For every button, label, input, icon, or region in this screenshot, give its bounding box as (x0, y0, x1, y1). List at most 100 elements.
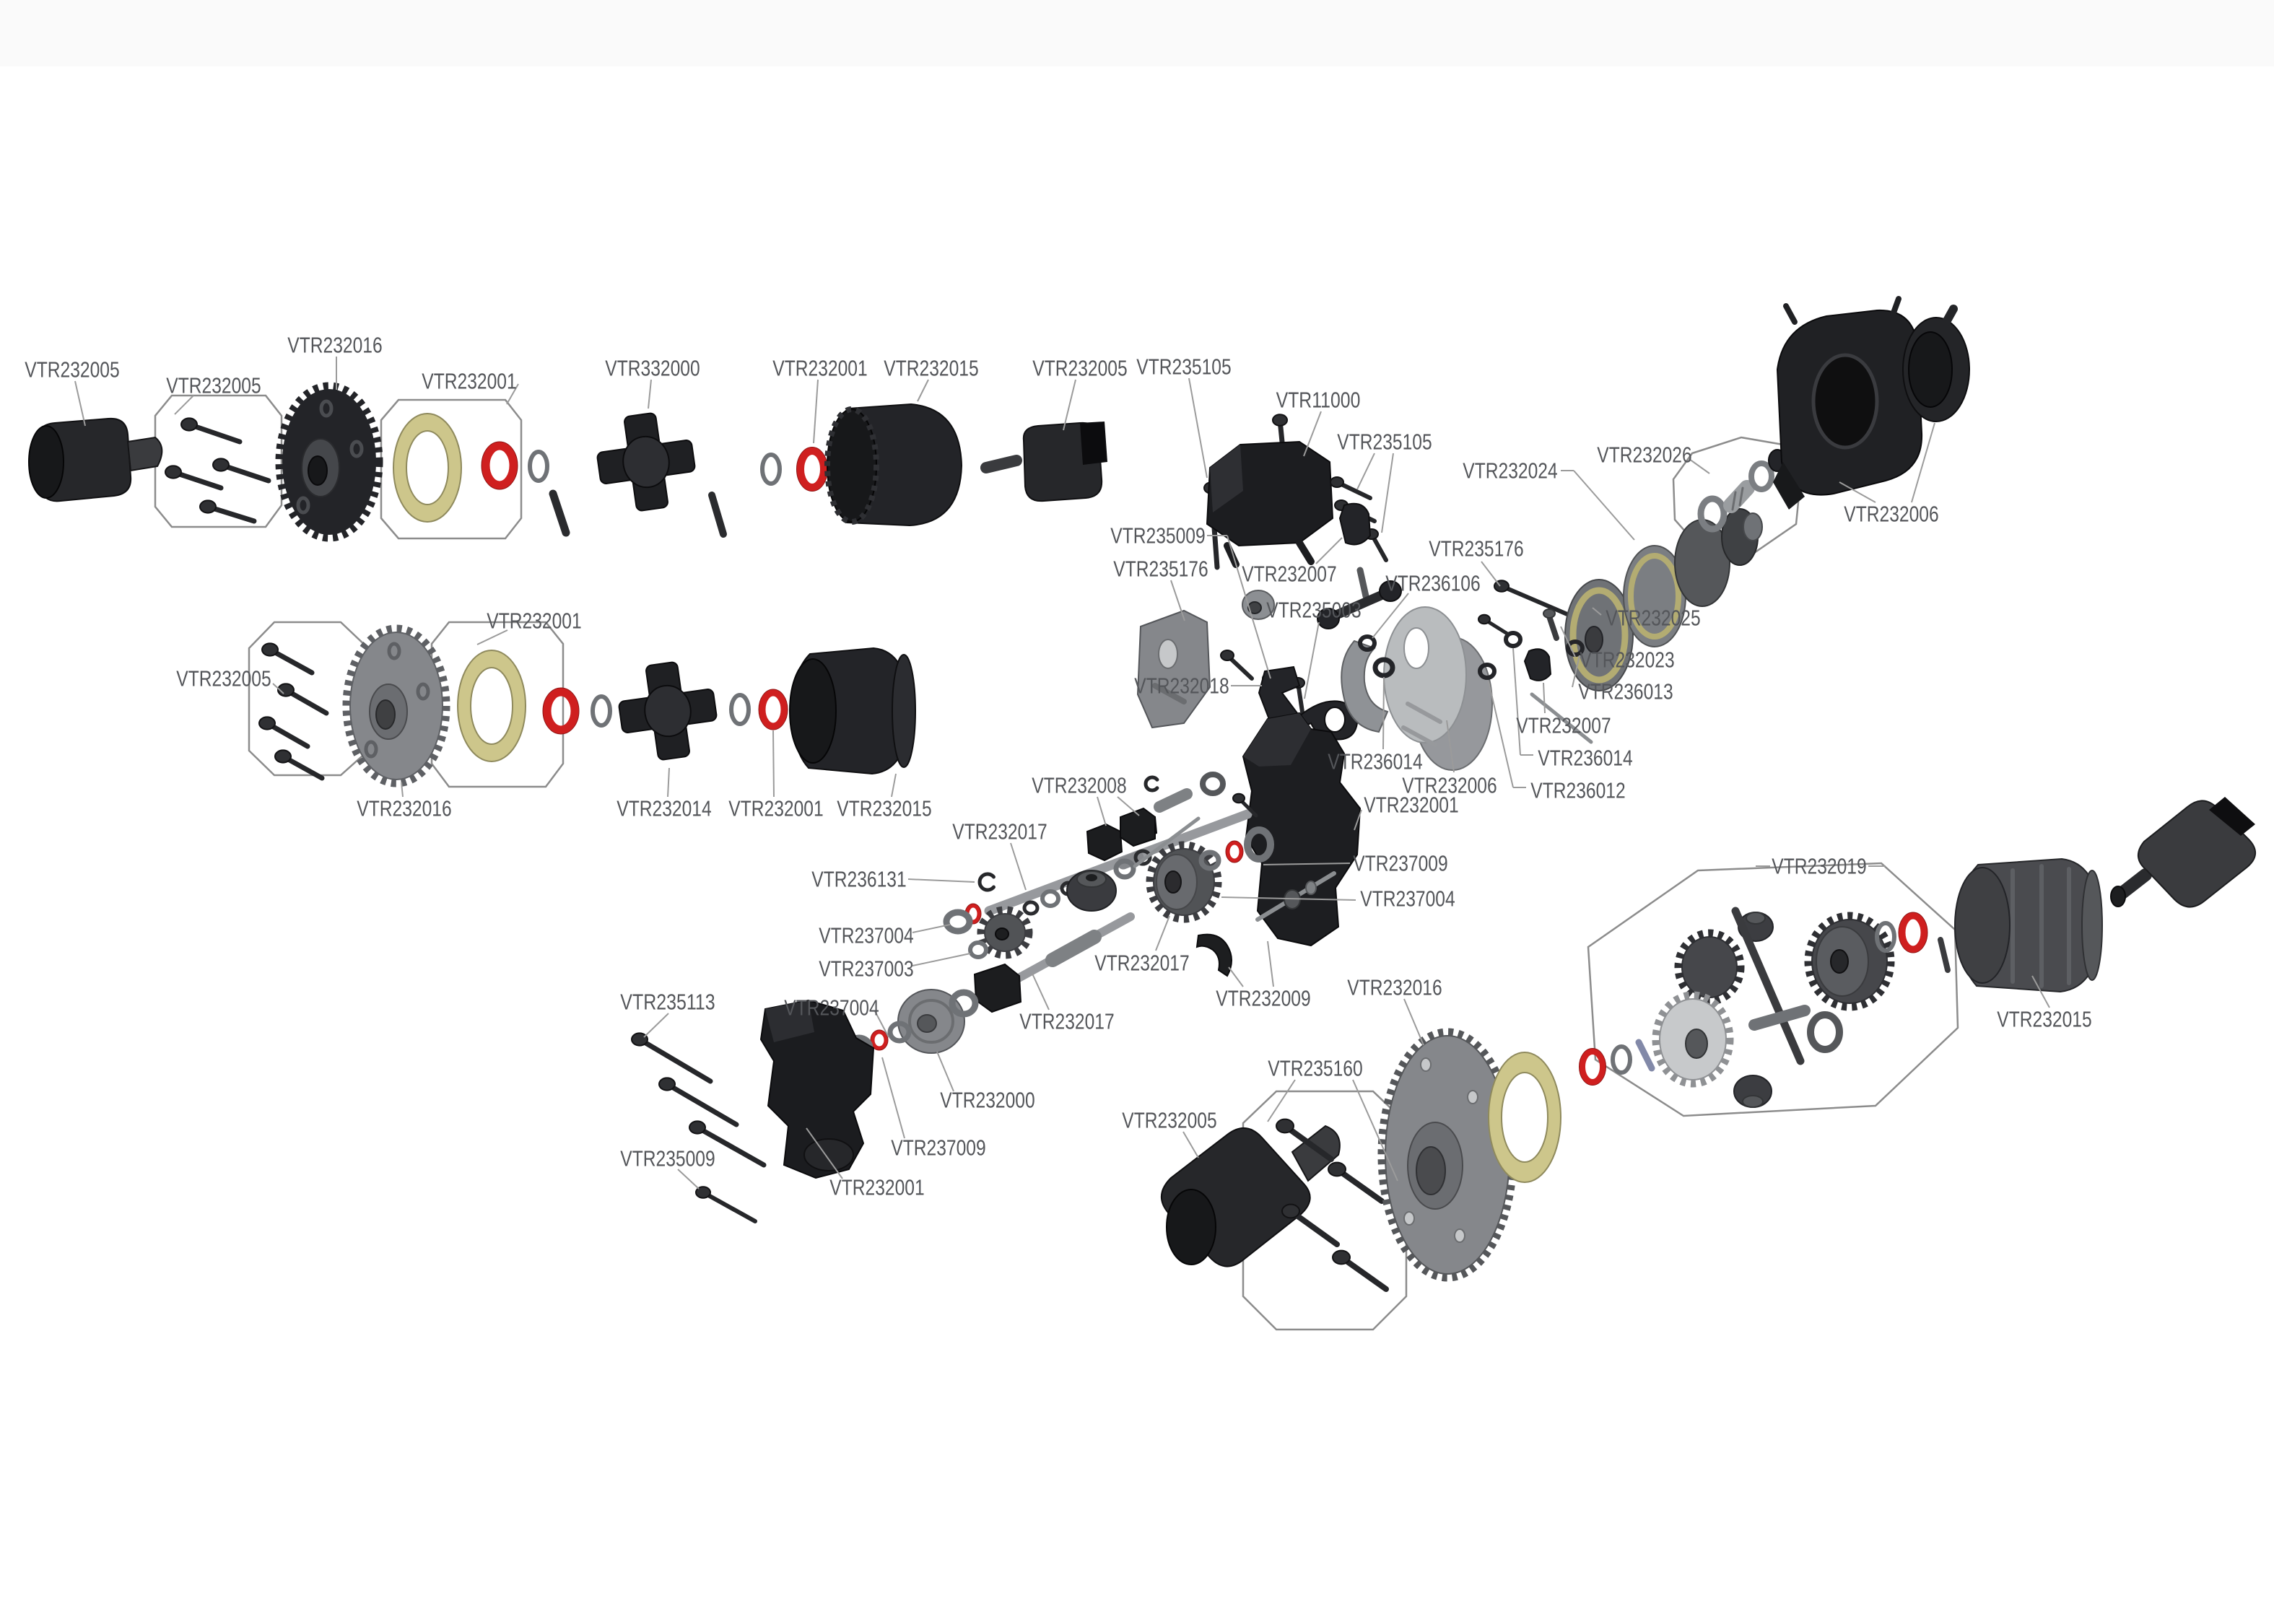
caliper (1341, 639, 1389, 733)
ball-stud-head (1543, 608, 1556, 619)
leader-line (1592, 607, 1602, 616)
leader-line (936, 1051, 954, 1092)
plate-slot (1152, 683, 1187, 704)
part-label: VTR237004 (1360, 886, 1455, 912)
outdrive-shaft (980, 455, 1022, 473)
pivot-ball-bore (1247, 601, 1262, 614)
servo-saver-plate (1136, 609, 1211, 729)
part-label: VTR332000 (605, 356, 700, 381)
ring-gear-teeth (275, 382, 383, 542)
part-label: VTR232015 (837, 796, 931, 821)
leader-line (1228, 966, 1244, 987)
screw-long-head (658, 1077, 676, 1091)
sun-gear-teeth (1652, 991, 1734, 1088)
leader-line (907, 878, 975, 883)
shim (528, 450, 549, 483)
bevel-pinion-base (1742, 1095, 1764, 1108)
cover-boss (803, 1138, 854, 1171)
c-clip (1143, 775, 1159, 793)
gear-screw (1420, 1057, 1432, 1072)
screw-long-shaft (694, 1125, 767, 1168)
leader-line (2031, 975, 2050, 1008)
pivot-block (1338, 502, 1372, 546)
leader-line (1560, 626, 1576, 658)
leader-line (1446, 720, 1455, 773)
bearing-box (1672, 436, 1802, 557)
outdrive-cup (2138, 800, 2256, 908)
bearing (1040, 889, 1060, 908)
cover-ring (908, 999, 954, 1044)
screw-head (1328, 1161, 1346, 1177)
outdrive-slot (1080, 422, 1107, 465)
leader-line (1267, 1079, 1296, 1122)
housing-foot (1773, 462, 1805, 510)
parts-layer (28, 296, 2256, 1292)
screw-shaft (1334, 1166, 1385, 1204)
slipper-nut (1743, 512, 1763, 541)
leader-line (772, 730, 775, 798)
part-label: VTR232001 (829, 1175, 924, 1200)
center-diff-bore (1164, 870, 1182, 894)
o-ring (482, 442, 518, 489)
part-label: VTR235105 (1136, 354, 1231, 380)
screw-long-head (689, 1120, 706, 1135)
leader-line (1188, 377, 1208, 479)
part-label: VTR235009 (620, 1146, 715, 1171)
o-ring (543, 688, 579, 734)
bevel-gear-teeth (1804, 912, 1895, 1011)
screw-long-shaft (664, 1081, 739, 1127)
part-label: VTR235176 (1429, 536, 1523, 562)
leader-line (1911, 422, 1935, 503)
brake-disc-slot (1401, 725, 1437, 747)
part-label: VTR235176 (1113, 556, 1208, 582)
leader-line (1182, 1131, 1199, 1158)
screw-head (1276, 1118, 1294, 1134)
diff-gasket-hole (470, 667, 513, 745)
diff-case-teeth (824, 406, 879, 525)
part-label: VTR232001 (422, 369, 516, 394)
diff-internals-box (1587, 862, 1959, 1117)
leader-line (891, 773, 897, 798)
bellcrank-eye (1324, 707, 1346, 733)
part-label: VTR237004 (819, 923, 913, 948)
screw-shaft (1282, 1123, 1334, 1162)
outdrive-face (1166, 1189, 1216, 1265)
leader-line (1372, 593, 1409, 639)
part-label: VTR232001 (772, 356, 867, 381)
gear-bore (308, 455, 328, 486)
coupler (1120, 807, 1156, 847)
part-label: VTR232026 (1597, 442, 1691, 468)
bushing (1372, 657, 1395, 678)
cover-hub (917, 1014, 937, 1033)
part-label: VTR232015 (1997, 1007, 2091, 1032)
bearing (943, 909, 973, 935)
part-label: VTR232019 (1772, 854, 1866, 879)
leader-line (1512, 647, 1521, 756)
top-band (0, 0, 2274, 66)
gear-hole (364, 740, 378, 759)
part-label: VTR235113 (620, 990, 715, 1015)
bearing (887, 1021, 912, 1044)
leader-line (1488, 681, 1514, 788)
part-label: VTR236013 (1578, 679, 1673, 704)
o-ring (1580, 1049, 1606, 1085)
leader-line (667, 767, 670, 798)
part-label: VTR232015 (884, 356, 978, 381)
screw-long-shaft (637, 1036, 713, 1084)
brake-disc-hole (1403, 627, 1429, 669)
spider-gear-set-center (622, 435, 670, 489)
leader-line (1010, 842, 1027, 891)
shaft-collar (1305, 881, 1317, 895)
screw-shaft (186, 422, 243, 445)
leader-line (1304, 621, 1320, 699)
bevel-gear (1681, 936, 1738, 998)
bearing (1200, 772, 1226, 796)
leader-line (1352, 1079, 1398, 1182)
cross-pin (708, 492, 727, 538)
washer (1807, 1011, 1843, 1053)
bearing (1198, 850, 1221, 871)
part-label: VTR232016 (287, 333, 382, 358)
spring-coil (1738, 486, 1744, 507)
spacer (1022, 900, 1040, 916)
part-label: VTR232001 (487, 608, 581, 634)
